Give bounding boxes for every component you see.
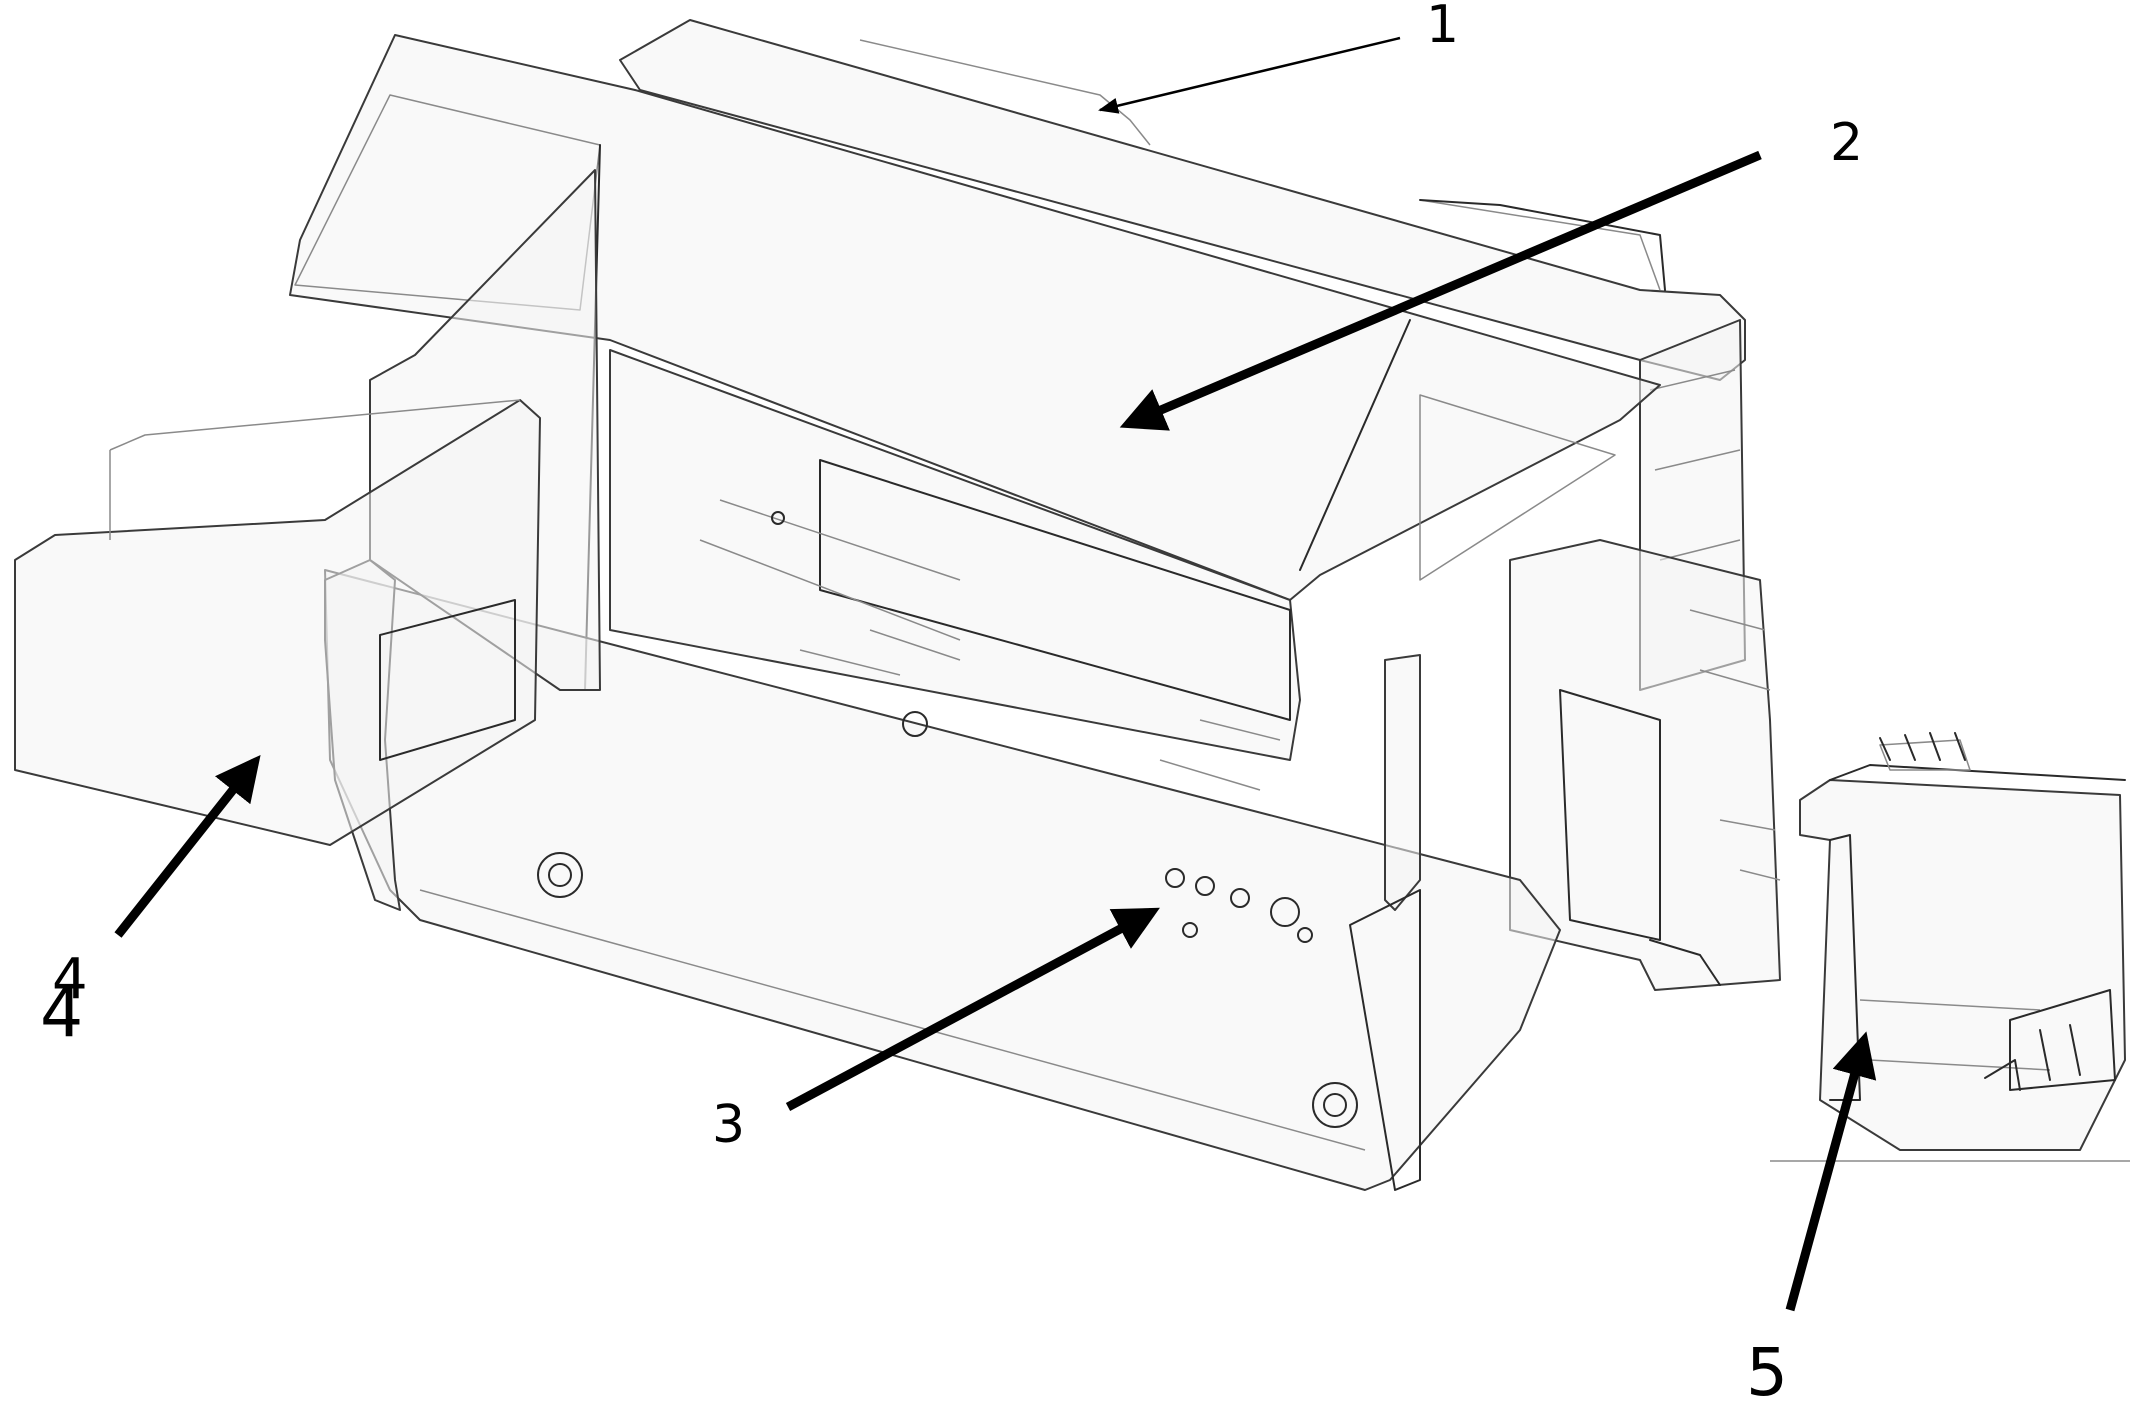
callout-4: 4	[52, 947, 88, 1012]
print-cartridge	[1770, 732, 2130, 1162]
leader-2	[1119, 150, 1762, 431]
callout-2: 2	[1830, 113, 1863, 173]
leader-5	[1785, 1031, 1877, 1312]
inner-back-wall	[609, 349, 1301, 761]
printer-housing	[14, 19, 1781, 1191]
inner-slot	[819, 459, 1291, 721]
callout-4-overlap: 4	[40, 974, 83, 1053]
callout-1: 1	[1426, 0, 1459, 55]
leader-3	[785, 907, 1160, 1111]
callout-3: 3	[712, 1095, 745, 1155]
output-tray	[14, 399, 541, 846]
callout-5: 5	[1746, 1334, 1788, 1402]
leader-1	[1098, 36, 1401, 114]
front-right-post	[1384, 654, 1421, 911]
cover-panel	[289, 34, 1661, 601]
leader-4	[114, 754, 261, 938]
leader-lines	[114, 36, 1877, 1312]
